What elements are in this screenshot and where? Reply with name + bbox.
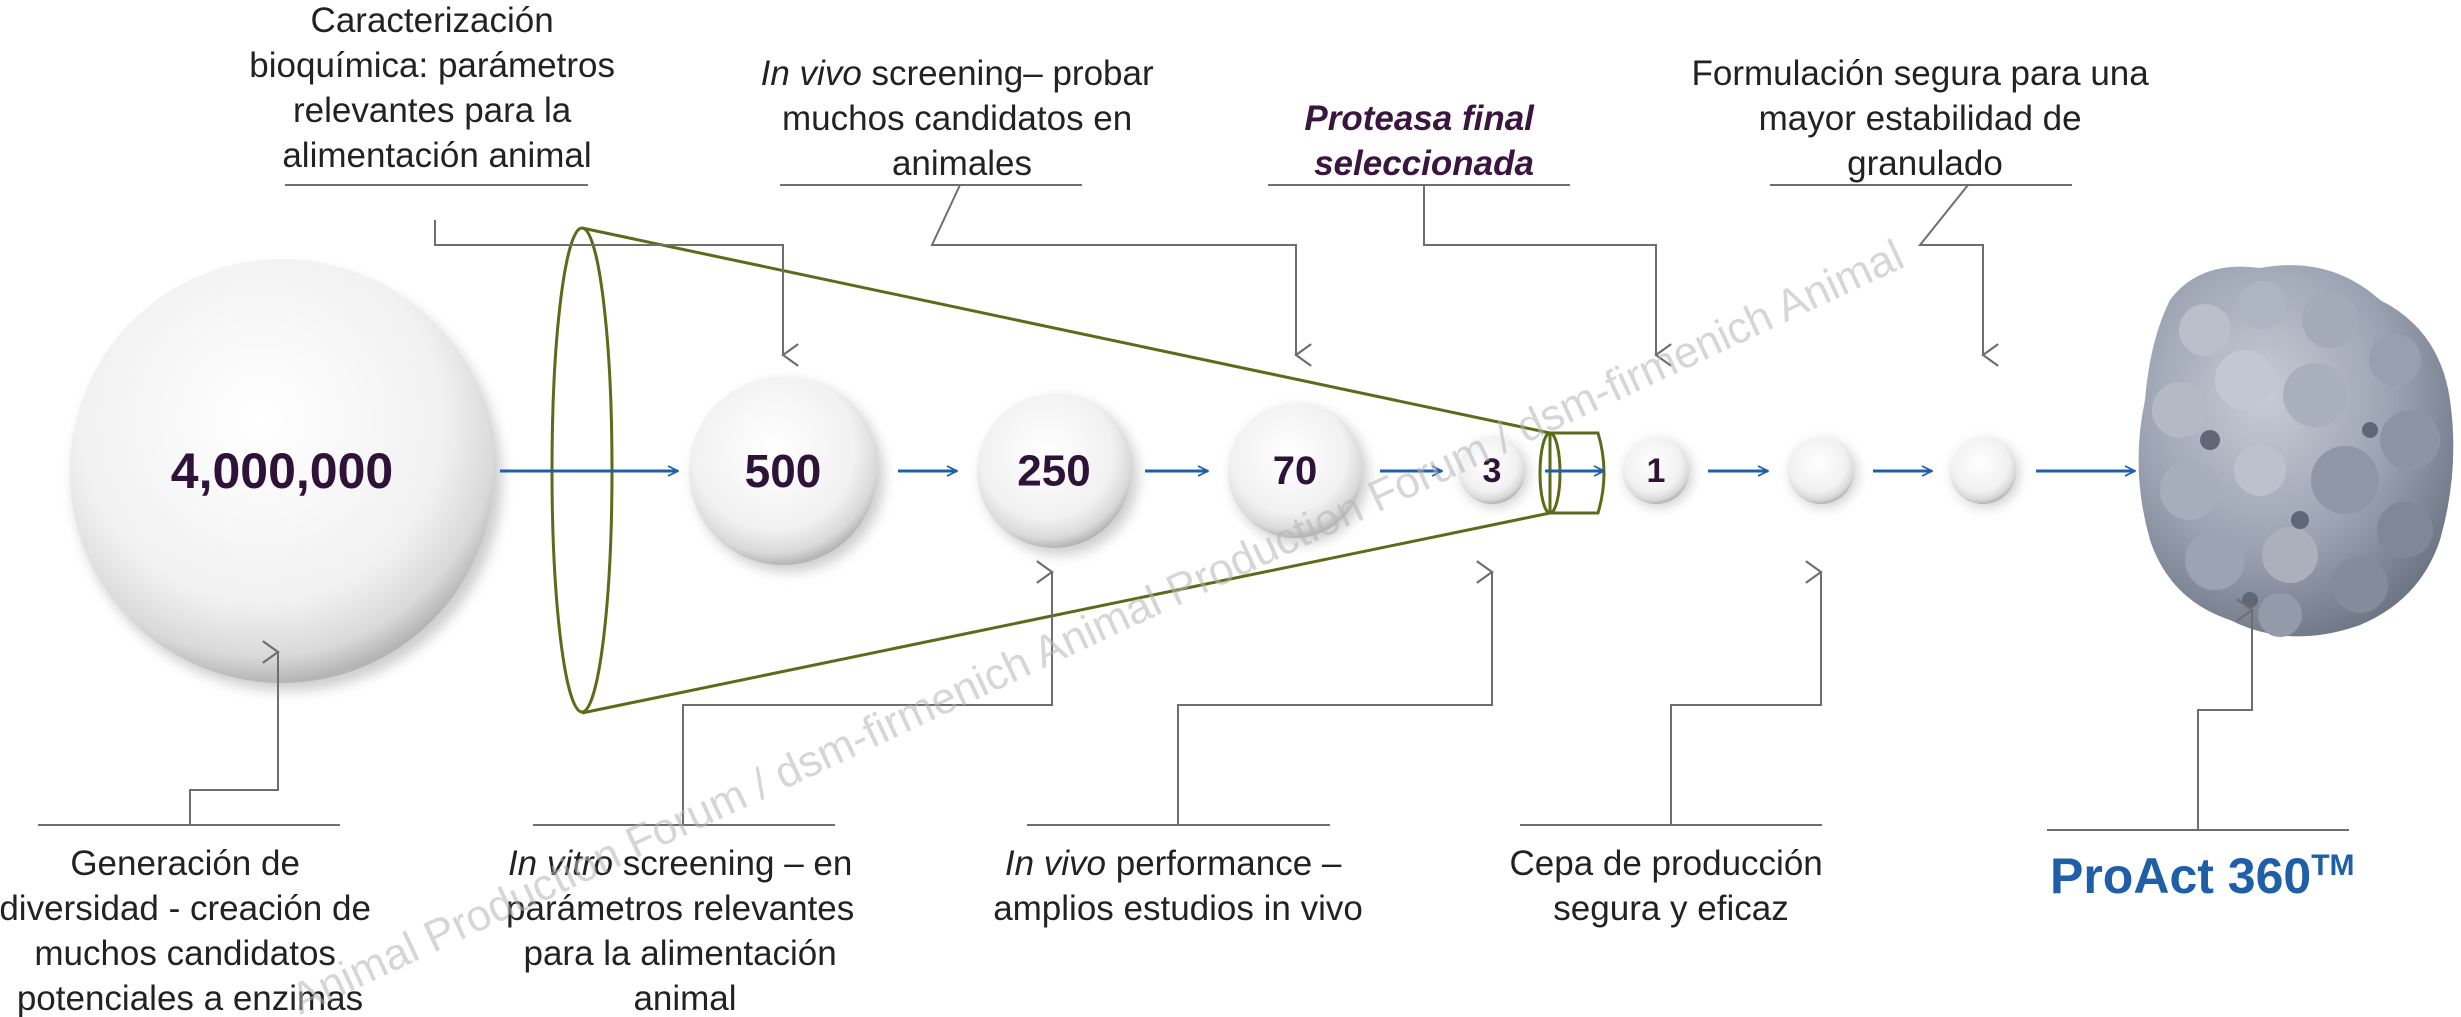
- connector-proact: [2197, 598, 2254, 830]
- protein-structure-image: [2138, 265, 2454, 637]
- label-invivo-screening: In vivo screening– probar muchos candida…: [761, 54, 1164, 183]
- value-70: 70: [1273, 449, 1318, 493]
- value-3: 3: [1483, 452, 1502, 490]
- sphere-70: 70: [1228, 404, 1368, 544]
- sphere-4000000: 4,000,000: [70, 259, 502, 691]
- brand-proact-360: ProAct 360TM: [2050, 848, 2355, 904]
- sphere-250: 250: [977, 394, 1138, 555]
- label-generacion: Generación de diversidad - creación de m…: [0, 844, 381, 1017]
- sphere-3: 3: [1459, 438, 1528, 507]
- value-500: 500: [745, 445, 822, 497]
- connector-proteasa: [1423, 185, 1672, 367]
- label-invivo-performance: In vivo performance – amplios estudios i…: [993, 844, 1363, 928]
- sphere-500: 500: [689, 377, 884, 572]
- sphere-formulation: [1950, 438, 2019, 507]
- connector-invitro: [682, 560, 1054, 825]
- label-cepa: Cepa de producción segura y eficaz: [1509, 844, 1832, 928]
- label-invitro: In vitro screening – en parámetros relev…: [506, 844, 864, 1017]
- value-250: 250: [1017, 447, 1090, 496]
- sphere-1: 1: [1623, 438, 1692, 507]
- top-connectors: [285, 184, 2072, 367]
- sphere-production-strain: [1788, 438, 1857, 507]
- connector-invivo-performance: [1177, 560, 1494, 825]
- connector-caracterizacion: [434, 220, 799, 367]
- bottom-connectors: [38, 560, 2349, 831]
- value-1: 1: [1647, 452, 1666, 490]
- connector-cepa: [1670, 560, 1823, 825]
- value-4000000: 4,000,000: [171, 443, 393, 499]
- label-formulacion: Formulación segura para una mayor estabi…: [1692, 54, 2159, 183]
- label-proteasa-final: Proteasa final seleccionada: [1304, 99, 1543, 183]
- label-caracterizacion: Caracterización bioquímica: parámetros r…: [249, 1, 624, 175]
- connector-generacion: [189, 640, 280, 825]
- connector-invivo-screening: [930, 184, 1312, 367]
- connector-formulacion: [1917, 184, 1999, 367]
